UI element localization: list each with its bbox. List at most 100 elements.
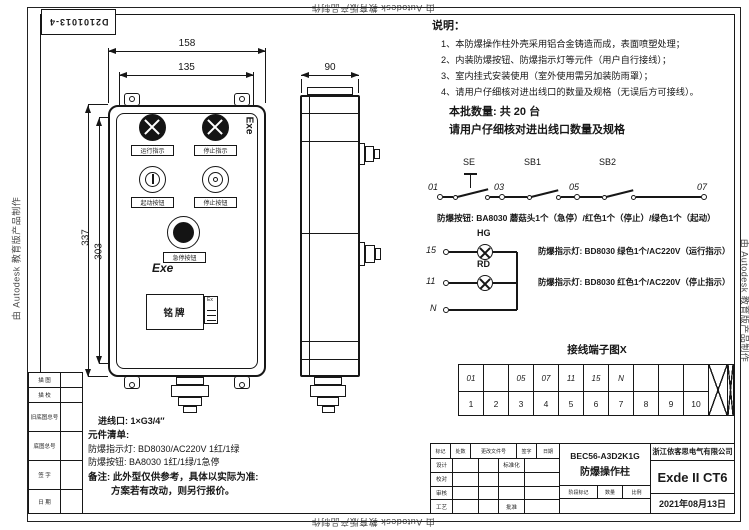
terminal-number: 2 xyxy=(493,398,499,409)
terminal-dot xyxy=(443,307,449,313)
dim-line xyxy=(88,105,89,377)
wire xyxy=(493,282,517,284)
stage-label: 阶段标记 xyxy=(560,486,598,498)
terminal-07: 07 xyxy=(697,182,708,192)
table-row: 描 图 xyxy=(29,373,82,388)
ext-line xyxy=(88,376,108,377)
lug-hole xyxy=(239,382,245,388)
ex-cert-text: Ex xyxy=(207,297,213,303)
label-text: 停止按钮 xyxy=(203,201,228,207)
cell xyxy=(61,388,82,402)
cable-gland-tip xyxy=(322,406,335,413)
bom-line: 防爆指示灯: BD8030/AC220V 1红/1绿 xyxy=(88,444,240,454)
wire-number xyxy=(659,365,683,392)
estop-button-icon xyxy=(167,216,200,249)
stop-indicator-light-icon xyxy=(202,114,229,141)
terminal-title: 接线端子图X xyxy=(567,344,627,356)
arrow-icon xyxy=(246,72,254,78)
cell xyxy=(479,486,499,500)
dim-label-158: 158 xyxy=(178,38,196,49)
dim-label-135: 135 xyxy=(178,62,195,73)
start-button-icon xyxy=(139,166,166,193)
panel-line xyxy=(309,97,310,375)
estop-actuator-stem xyxy=(470,175,471,188)
terminal-col: 9 xyxy=(659,365,684,415)
side-gland xyxy=(375,248,381,260)
wire-vertical xyxy=(516,252,518,310)
ext-line xyxy=(265,48,266,103)
ext-line xyxy=(99,363,109,364)
terminal-number: 6 xyxy=(593,398,599,409)
terminal-col: 05 3 xyxy=(509,365,534,415)
side-gland xyxy=(365,146,374,162)
contact-dot xyxy=(556,194,561,200)
ext-line xyxy=(99,117,109,118)
terminal-n: N xyxy=(430,303,437,313)
estop-mushroom xyxy=(172,221,194,243)
nameplate-text: 铭牌 xyxy=(163,308,187,319)
panel-line xyxy=(302,141,358,142)
terminal-05: 05 xyxy=(569,182,580,192)
terminal-col: 11 5 xyxy=(559,365,584,415)
wire-number: 15 xyxy=(584,365,608,392)
lamp-symbol-hg xyxy=(477,244,493,260)
ex-rating: Exde II CT6 xyxy=(657,469,728,485)
terminal-15: 15 xyxy=(426,245,437,255)
ext-line xyxy=(301,79,302,93)
cell xyxy=(479,472,499,486)
cell xyxy=(525,500,559,513)
cell xyxy=(525,487,559,500)
terminal-dot xyxy=(443,249,449,255)
side-gland xyxy=(359,242,365,266)
start-button-label: 起动按钮 xyxy=(131,197,174,208)
product-name: 防爆操作柱 xyxy=(580,467,630,478)
wire xyxy=(490,196,499,198)
ext-line xyxy=(253,72,254,108)
arrow-icon xyxy=(351,72,359,78)
panel-line xyxy=(302,233,358,234)
bom-line: 防爆按钮: BA8030 1红/1绿/1急停 xyxy=(88,457,220,467)
row-label: 描 图 xyxy=(29,373,61,387)
wire-number: 11 xyxy=(559,365,583,392)
inner-border xyxy=(40,14,735,514)
stop-glyph xyxy=(212,176,218,182)
terminal-dot xyxy=(701,194,707,200)
cell xyxy=(453,500,479,513)
terminal-col: 8 xyxy=(634,365,659,415)
cable-gland-body xyxy=(171,385,209,397)
panel-line xyxy=(302,113,358,114)
stop-button-icon xyxy=(202,166,229,193)
cable-gland-body xyxy=(310,385,346,397)
note-item: 2、内装防爆按钮、防爆指示灯等元件（用户自行接线）； xyxy=(441,55,672,65)
sign-row: 校对 xyxy=(431,472,559,487)
wire xyxy=(505,196,527,198)
cable-gland-neck xyxy=(178,397,202,406)
wall-bracket xyxy=(307,87,353,95)
terminal-dot xyxy=(437,194,443,200)
notes-title: 说明： xyxy=(432,20,465,32)
label-text: 急停按钮 xyxy=(172,256,197,262)
arrow-icon xyxy=(96,356,102,364)
title-block: 标记 处数 更改文件号 签字 日期 设计 标准化 校对 审核 xyxy=(430,443,735,514)
exe-marking-top: Exe xyxy=(243,116,255,135)
terminal-col: N 7 xyxy=(609,365,634,415)
lamp-symbol-rd xyxy=(477,275,493,291)
model-number: BEC56-A3D2K1G xyxy=(570,451,640,461)
company-name: 浙江依客思电气有限公司 xyxy=(651,444,734,461)
terminal-dot xyxy=(443,280,449,286)
cell xyxy=(560,498,650,513)
side-gland xyxy=(365,245,375,263)
stop-indicator-label: 停止指示 xyxy=(194,145,237,156)
cell xyxy=(499,486,525,500)
approve-label: 批准 xyxy=(499,500,525,513)
terminal-01: 01 xyxy=(428,182,439,192)
start-glyph xyxy=(151,174,154,184)
wire-number: 01 xyxy=(459,365,483,392)
arrow-icon xyxy=(108,48,116,54)
doc-number-box: D2101013-4 xyxy=(41,9,116,35)
terminal-number: 4 xyxy=(543,398,549,409)
dim-line xyxy=(108,51,266,52)
cable-gland-flange xyxy=(176,377,204,385)
scale-label: 比例 xyxy=(631,489,642,496)
lamp-red-spec: 防爆指示灯: BD8030 红色1个/AC220V（停止指示） xyxy=(538,277,731,287)
